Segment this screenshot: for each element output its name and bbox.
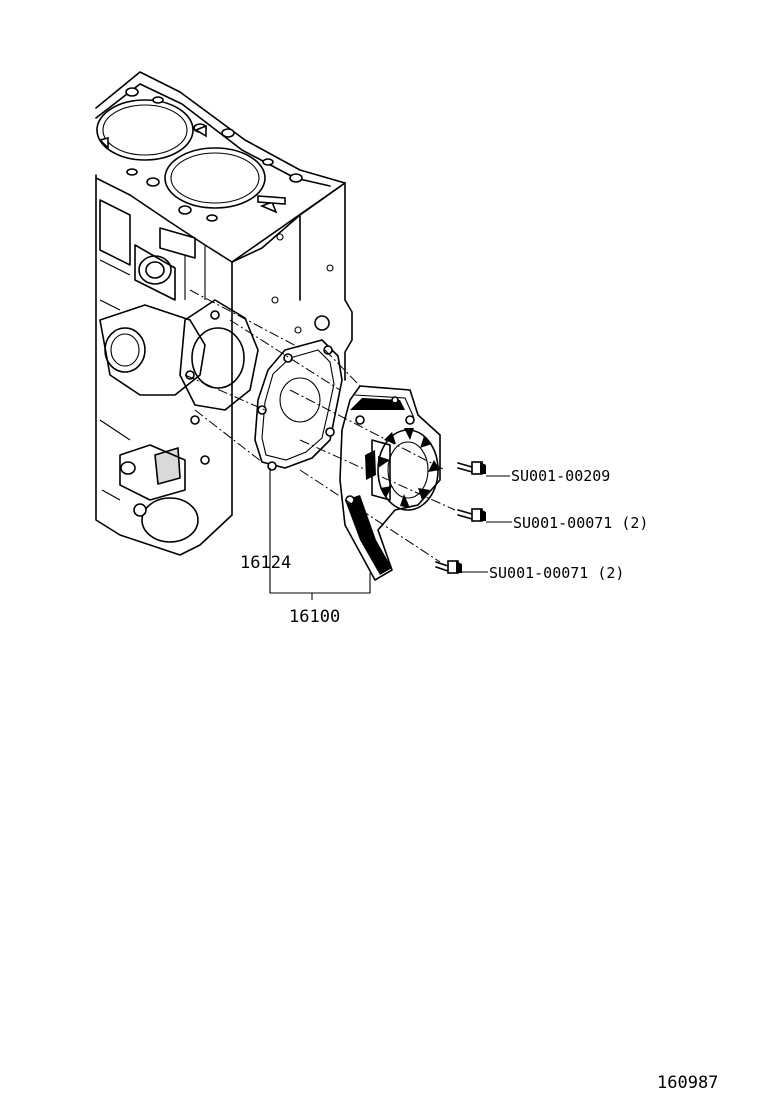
callout-bolt-2: SU001-00071 (2) xyxy=(513,514,648,532)
alignment-lines xyxy=(184,289,456,563)
figure-number: 160987 xyxy=(657,1073,718,1093)
water-pump-illustration xyxy=(339,385,441,581)
callout-bolt-1: SU001-00209 xyxy=(511,467,610,485)
callout-bolt-3: SU001-00071 (2) xyxy=(489,564,624,582)
bolt-icon xyxy=(435,560,462,574)
engine-block-illustration xyxy=(95,71,353,556)
leader-lines xyxy=(269,468,512,600)
bolt-icon xyxy=(457,508,486,522)
callout-gasket: 16124 xyxy=(240,553,291,573)
bolt-icon xyxy=(457,461,486,475)
callout-assembly: 16100 xyxy=(289,607,340,627)
water-pump-gasket-illustration xyxy=(254,339,343,471)
